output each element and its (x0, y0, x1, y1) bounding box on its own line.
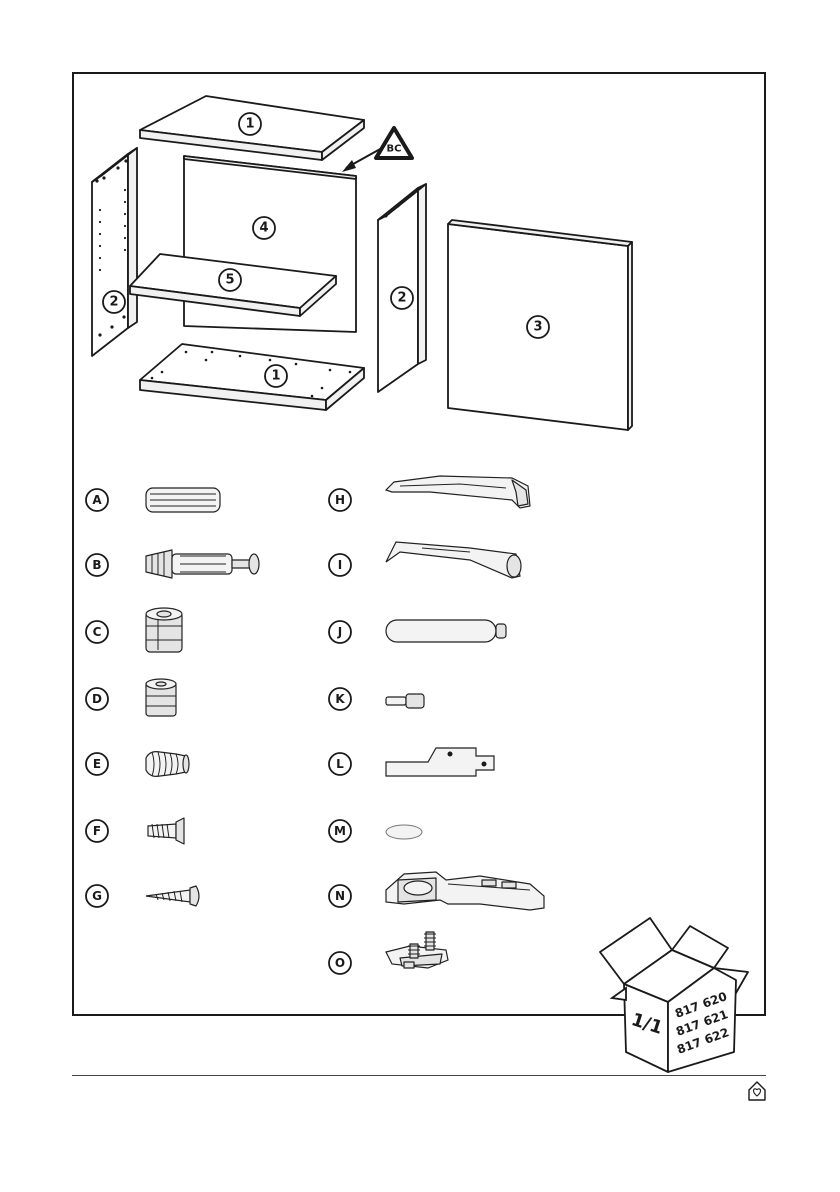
hardware-label-f: F (86, 820, 108, 842)
handle-bracket-icon (386, 476, 530, 508)
hardware-label-j: J (329, 621, 351, 643)
mounting-plate-icon (386, 748, 494, 776)
bumper-pad-icon (386, 825, 422, 839)
back-panel-tag-text: BC (387, 144, 402, 155)
wood-screw-icon (146, 886, 199, 906)
hardware-label-c: C (86, 621, 108, 643)
svg-text:O: O (335, 956, 345, 970)
hardware-label-d: D (86, 688, 108, 710)
svg-text:G: G (92, 889, 102, 903)
panel-side-right: 2 (378, 184, 426, 392)
hardware-label-e: E (86, 753, 108, 775)
svg-text:C: C (93, 625, 102, 639)
hinge-plate-icon (386, 932, 448, 968)
hinge-icon (386, 872, 544, 910)
connector-bolt-icon (146, 550, 259, 578)
panel-side-left: 2 (92, 148, 137, 356)
shelf-pin-icon (386, 694, 424, 708)
hardware-label-m: M (329, 820, 351, 842)
panel-back-number: 4 (259, 221, 268, 236)
small-cam-lock-icon (146, 679, 176, 716)
panel-top-number: 1 (245, 117, 254, 132)
svg-text:M: M (334, 824, 346, 838)
hardware-label-h: H (329, 489, 351, 511)
svg-text:H: H (335, 493, 345, 507)
house-heart-icon (749, 1082, 765, 1100)
svg-text:A: A (92, 493, 102, 507)
panel-door-number: 3 (533, 320, 542, 335)
hardware-label-g: G (86, 885, 108, 907)
hardware-label-i: I (329, 554, 351, 576)
svg-text:L: L (336, 757, 344, 771)
push-opener-icon (386, 620, 506, 642)
hardware-label-o: O (329, 952, 351, 974)
handle-clip-icon (386, 542, 521, 578)
panel-side-left-number: 2 (109, 295, 118, 310)
svg-text:K: K (335, 692, 345, 706)
svg-text:B: B (92, 558, 101, 572)
hardware-label-k: K (329, 688, 351, 710)
svg-text:E: E (93, 757, 101, 771)
hardware-label-n: N (329, 885, 351, 907)
plastic-anchor-icon (146, 752, 189, 777)
open-box-icon: 1/1 817 620 817 621 817 622 (600, 918, 748, 1072)
hardware-label-b: B (86, 554, 108, 576)
svg-text:J: J (337, 625, 342, 639)
hardware-label-l: L (329, 753, 351, 775)
cam-lock-icon (146, 608, 182, 652)
panel-door: 3 (448, 220, 632, 430)
svg-text:F: F (93, 824, 101, 838)
short-screw-icon (148, 818, 184, 844)
svg-text:D: D (92, 692, 102, 706)
dowel-icon (146, 488, 220, 512)
panel-bottom-number: 1 (271, 369, 280, 384)
panel-side-right-number: 2 (397, 291, 406, 306)
panel-top: 1 (140, 96, 364, 160)
panel-bottom: 1 (140, 344, 364, 410)
svg-text:I: I (338, 558, 342, 572)
hardware-label-a: A (86, 489, 108, 511)
svg-text:N: N (335, 889, 345, 903)
panel-shelf-number: 5 (225, 273, 234, 288)
